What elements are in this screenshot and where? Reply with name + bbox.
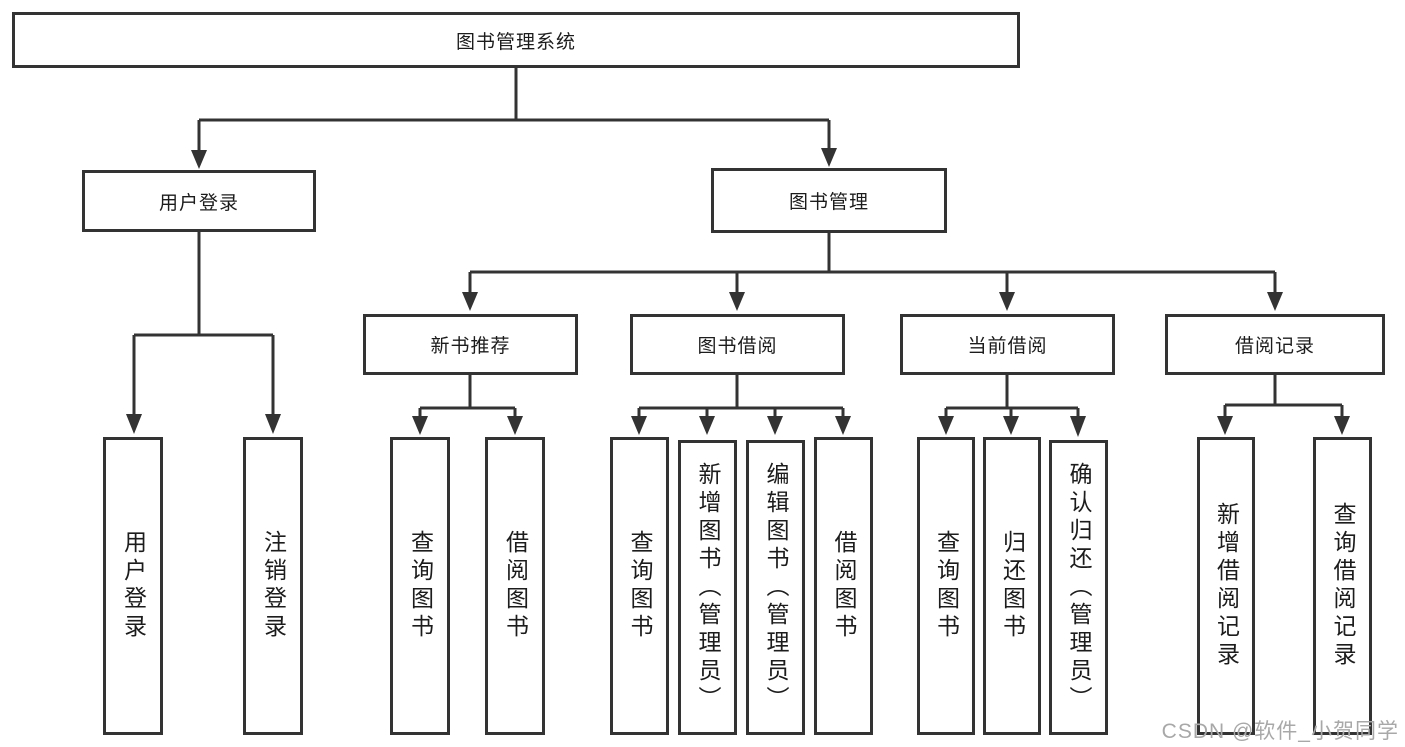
leaf-newbook-query-books: 查询图书 [390, 437, 450, 735]
node-borrowing-records: 借阅记录 [1165, 314, 1385, 375]
leaf-label: 查询图书 [407, 530, 434, 642]
leaf-label: 归还图书 [999, 530, 1026, 642]
node-label: 图书管理 [788, 192, 869, 213]
leaf-borrow-add-books-admin: 新增图书（管理员） [678, 440, 737, 735]
leaf-label: 查询图书 [627, 530, 653, 642]
csdn-watermark: CSDN @软件_小贺同学 [1161, 720, 1399, 743]
leaf-label: 新增图书（管理员） [695, 461, 721, 714]
leaf-records-query-borrow-record: 查询借阅记录 [1313, 437, 1372, 735]
leaf-label: 用户登录 [120, 530, 147, 642]
node-label: 当前借阅 [967, 336, 1048, 357]
leaf-logout: 注销登录 [243, 437, 303, 735]
node-current-borrowing: 当前借阅 [900, 314, 1115, 375]
leaf-current-confirm-return-admin: 确认归还（管理员） [1049, 440, 1108, 735]
node-label: 图书借阅 [697, 336, 778, 357]
connector-current-borrow-branch [938, 375, 1086, 437]
node-book-borrowing: 图书借阅 [630, 314, 845, 375]
connector-borrow-record-branch [1217, 375, 1350, 435]
leaf-label: 确认归还（管理员） [1066, 461, 1092, 714]
node-user-login: 用户登录 [82, 170, 316, 232]
leaf-current-return-books: 归还图书 [983, 437, 1041, 735]
connector-root-to-level2 [191, 68, 837, 169]
node-label: 借阅记录 [1234, 336, 1315, 357]
leaf-borrow-query-books: 查询图书 [610, 437, 669, 735]
leaf-label: 新增借阅记录 [1213, 502, 1240, 670]
leaf-current-query-books: 查询图书 [917, 437, 975, 735]
leaf-records-add-borrow-record: 新增借阅记录 [1197, 437, 1255, 735]
connector-new-book-branch [412, 375, 523, 435]
leaf-borrow-borrow-books: 借阅图书 [814, 437, 873, 735]
node-book-management: 图书管理 [711, 168, 947, 233]
leaf-user-login: 用户登录 [103, 437, 163, 735]
leaf-borrow-edit-books-admin: 编辑图书（管理员） [746, 440, 805, 735]
leaf-label: 借阅图书 [502, 530, 529, 642]
node-new-book-recommendation: 新书推荐 [363, 314, 578, 375]
leaf-label: 编辑图书（管理员） [763, 461, 789, 714]
leaf-label: 查询借阅记录 [1330, 502, 1356, 670]
leaf-label: 查询图书 [933, 530, 960, 642]
connector-book-management-branch [462, 233, 1283, 311]
node-book-management-system: 图书管理系统 [12, 12, 1020, 68]
leaf-label: 借阅图书 [831, 530, 857, 642]
connector-user-login-branch [126, 232, 281, 434]
connector-book-borrow-branch [631, 375, 851, 435]
leaf-newbook-borrow-books: 借阅图书 [485, 437, 545, 735]
node-label: 图书管理系统 [455, 31, 576, 53]
node-label: 用户登录 [158, 192, 239, 214]
node-label: 新书推荐 [430, 336, 511, 357]
leaf-label: 注销登录 [260, 530, 287, 642]
